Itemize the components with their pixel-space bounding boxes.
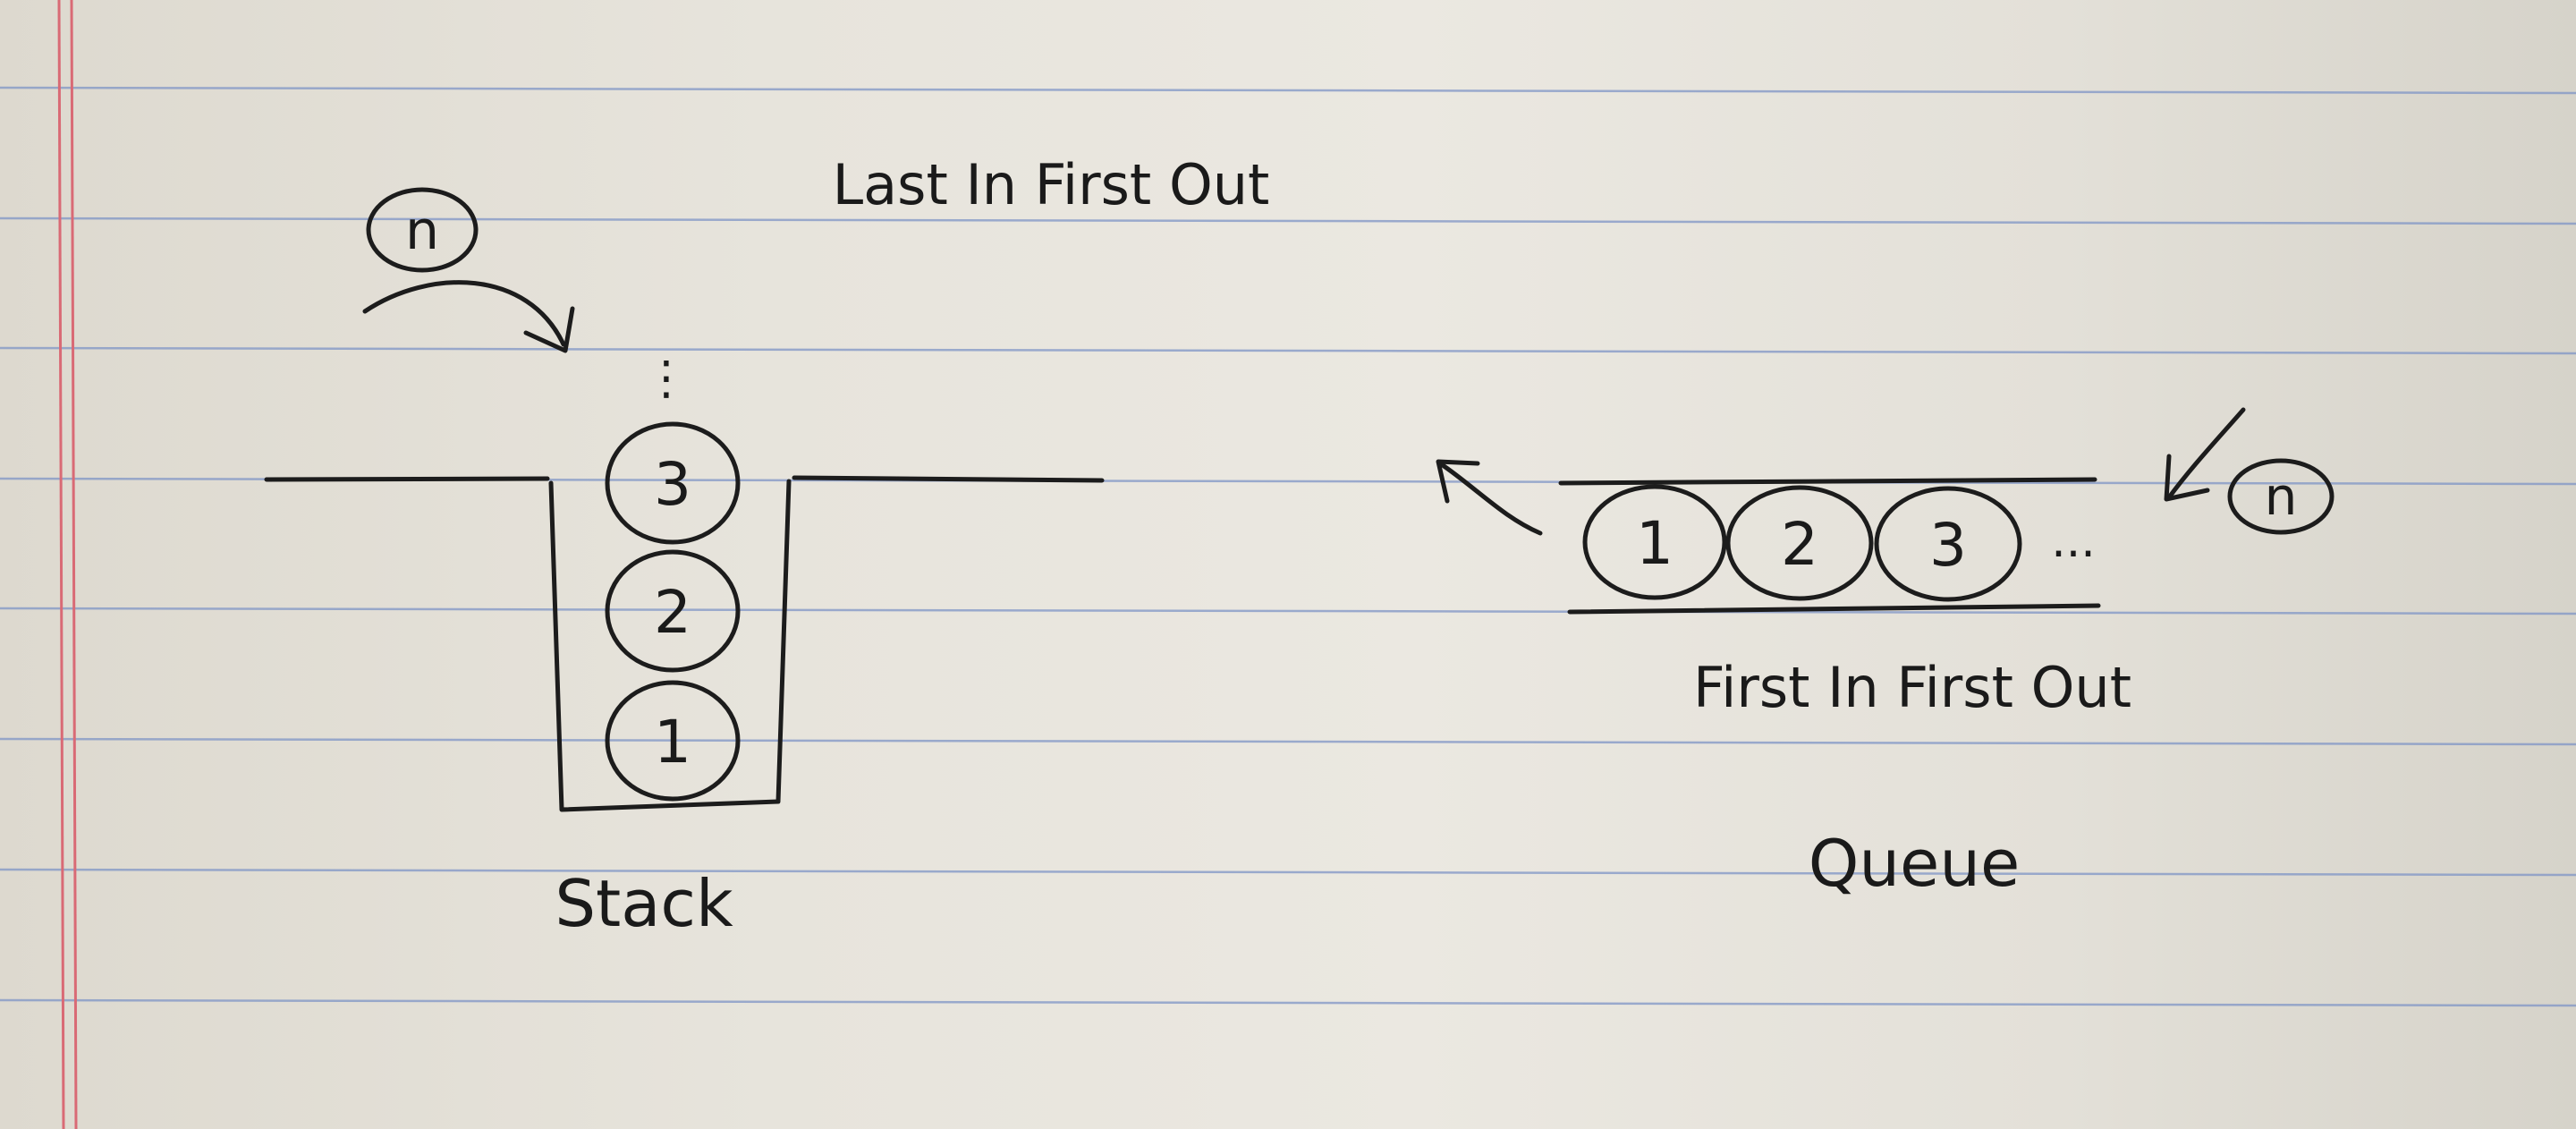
- stack-item: 3: [605, 421, 741, 545]
- stack-ground-left: [264, 476, 550, 482]
- stack-item-label: 3: [654, 450, 691, 519]
- stack-continuation-dots: ⋮: [643, 352, 690, 405]
- queue-incoming-item: n: [2227, 458, 2334, 535]
- queue-incoming-label: n: [2265, 466, 2298, 527]
- queue-caption: Queue: [1809, 826, 2021, 901]
- queue-item-label: 2: [1781, 510, 1818, 579]
- dequeue-arrow: [1437, 461, 1543, 536]
- stack-item-label: 2: [654, 578, 691, 647]
- queue-item: 1: [1582, 484, 1727, 600]
- stack-incoming-item: n: [366, 187, 479, 273]
- queue-diagram: 1 2 3 ... n First In First Out Queue: [1436, 407, 2334, 901]
- queue-item-label: 3: [1929, 511, 1967, 580]
- queue-continuation-dots: ...: [2051, 514, 2096, 568]
- stack-ground-right: [792, 475, 1105, 483]
- queue-item: 3: [1874, 486, 2022, 602]
- dequeue-arrowhead: [1436, 459, 1480, 504]
- ruled-lines: [0, 86, 2576, 1007]
- stack-item: 1: [605, 680, 741, 802]
- push-arrow: [362, 280, 566, 347]
- stack-principle-label: Last In First Out: [833, 152, 1270, 217]
- stack-caption: Stack: [555, 866, 733, 941]
- enqueue-arrowhead: [2164, 454, 2210, 502]
- margin-lines: [57, 0, 78, 1129]
- queue-item-label: 1: [1636, 509, 1674, 578]
- stack-container: [548, 479, 792, 812]
- stack-item: 2: [605, 549, 741, 673]
- queue-principle-label: First In First Out: [1693, 655, 2131, 720]
- stack-incoming-label: n: [405, 199, 439, 262]
- queue-top-line: [1558, 477, 2097, 486]
- stack-item-label: 1: [654, 708, 691, 777]
- queue-bottom-line: [1567, 603, 2101, 615]
- stack-diagram: 1 2 3 ⋮ n Last In First Out Stack: [264, 152, 1270, 941]
- enqueue-arrow: [2166, 407, 2246, 500]
- push-arrowhead: [523, 306, 575, 353]
- queue-item: 2: [1725, 485, 1874, 601]
